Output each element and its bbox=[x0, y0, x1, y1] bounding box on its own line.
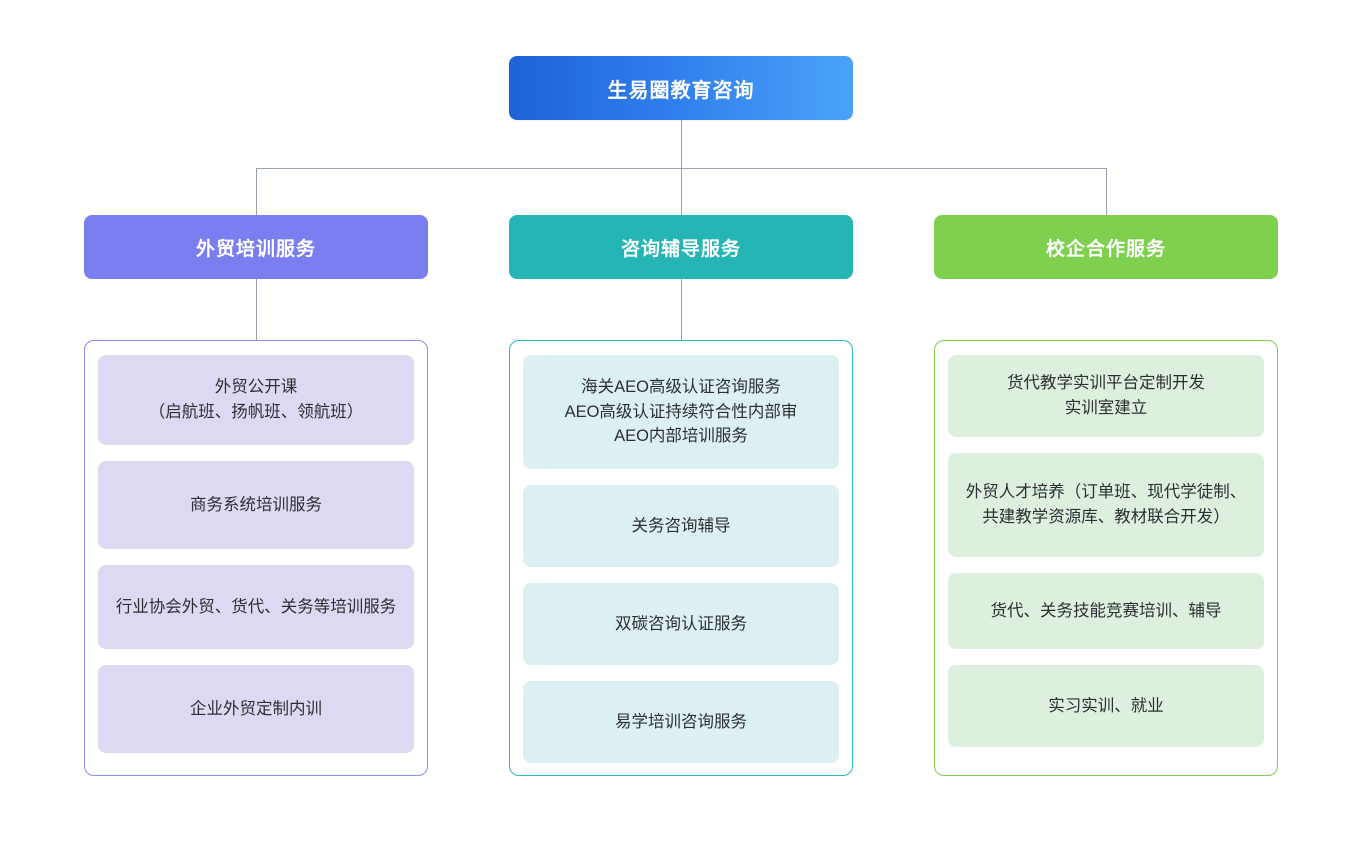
branch-header-consulting-tutoring[interactable]: 咨询辅导服务 bbox=[509, 215, 853, 279]
branch-item-card[interactable]: 货代、关务技能竞赛培训、辅导 bbox=[948, 573, 1264, 649]
branch-column-foreign-trade-training: 外贸培训服务 外贸公开课 （启航班、扬帆班、领航班） 商务系统培训服务 行业协会… bbox=[84, 215, 428, 776]
connector-drop-col-1 bbox=[681, 168, 682, 216]
branch-header-label: 咨询辅导服务 bbox=[620, 238, 741, 260]
branch-item-card[interactable]: 实习实训、就业 bbox=[948, 665, 1264, 747]
connector-header-to-group-col-1 bbox=[681, 279, 682, 340]
branch-items-container-consulting-tutoring: 海关AEO高级认证咨询服务 AEO高级认证持续符合性内部审 AEO内部培训服务 … bbox=[509, 340, 853, 776]
branch-item-card[interactable]: 易学培训咨询服务 bbox=[523, 681, 839, 763]
connector-root-stem bbox=[681, 120, 682, 169]
branch-item-card[interactable]: 关务咨询辅导 bbox=[523, 485, 839, 567]
branch-header-label: 外贸培训服务 bbox=[195, 238, 316, 260]
branch-items-container-school-enterprise-cooperation: 货代教学实训平台定制开发 实训室建立 外贸人才培养（订单班、现代学徒制、共建教学… bbox=[934, 340, 1278, 776]
branch-column-consulting-tutoring: 咨询辅导服务 海关AEO高级认证咨询服务 AEO高级认证持续符合性内部审 AEO… bbox=[509, 215, 853, 776]
branch-header-school-enterprise-cooperation[interactable]: 校企合作服务 bbox=[934, 215, 1278, 279]
branch-item-card[interactable]: 外贸人才培养（订单班、现代学徒制、共建教学资源库、教材联合开发） bbox=[948, 453, 1264, 557]
branch-item-card[interactable]: 货代教学实训平台定制开发 实训室建立 bbox=[948, 355, 1264, 437]
branch-header-foreign-trade-training[interactable]: 外贸培训服务 bbox=[84, 215, 428, 279]
root-node-label: 生易圈教育咨询 bbox=[607, 79, 755, 102]
root-node[interactable]: 生易圈教育咨询 bbox=[509, 56, 853, 120]
branch-header-label: 校企合作服务 bbox=[1045, 238, 1166, 260]
connector-drop-col-2 bbox=[1106, 168, 1107, 216]
branch-item-card[interactable]: 双碳咨询认证服务 bbox=[523, 583, 839, 665]
branch-item-card[interactable]: 商务系统培训服务 bbox=[98, 461, 414, 549]
branch-item-card[interactable]: 行业协会外贸、货代、关务等培训服务 bbox=[98, 565, 414, 649]
branch-column-school-enterprise-cooperation: 校企合作服务 货代教学实训平台定制开发 实训室建立 外贸人才培养（订单班、现代学… bbox=[934, 215, 1278, 776]
connector-drop-col-0 bbox=[256, 168, 257, 216]
branch-items-container-foreign-trade-training: 外贸公开课 （启航班、扬帆班、领航班） 商务系统培训服务 行业协会外贸、货代、关… bbox=[84, 340, 428, 776]
connector-header-to-group-col-0 bbox=[256, 279, 257, 340]
branch-item-card[interactable]: 海关AEO高级认证咨询服务 AEO高级认证持续符合性内部审 AEO内部培训服务 bbox=[523, 355, 839, 469]
branch-item-card[interactable]: 企业外贸定制内训 bbox=[98, 665, 414, 753]
branch-item-card[interactable]: 外贸公开课 （启航班、扬帆班、领航班） bbox=[98, 355, 414, 445]
